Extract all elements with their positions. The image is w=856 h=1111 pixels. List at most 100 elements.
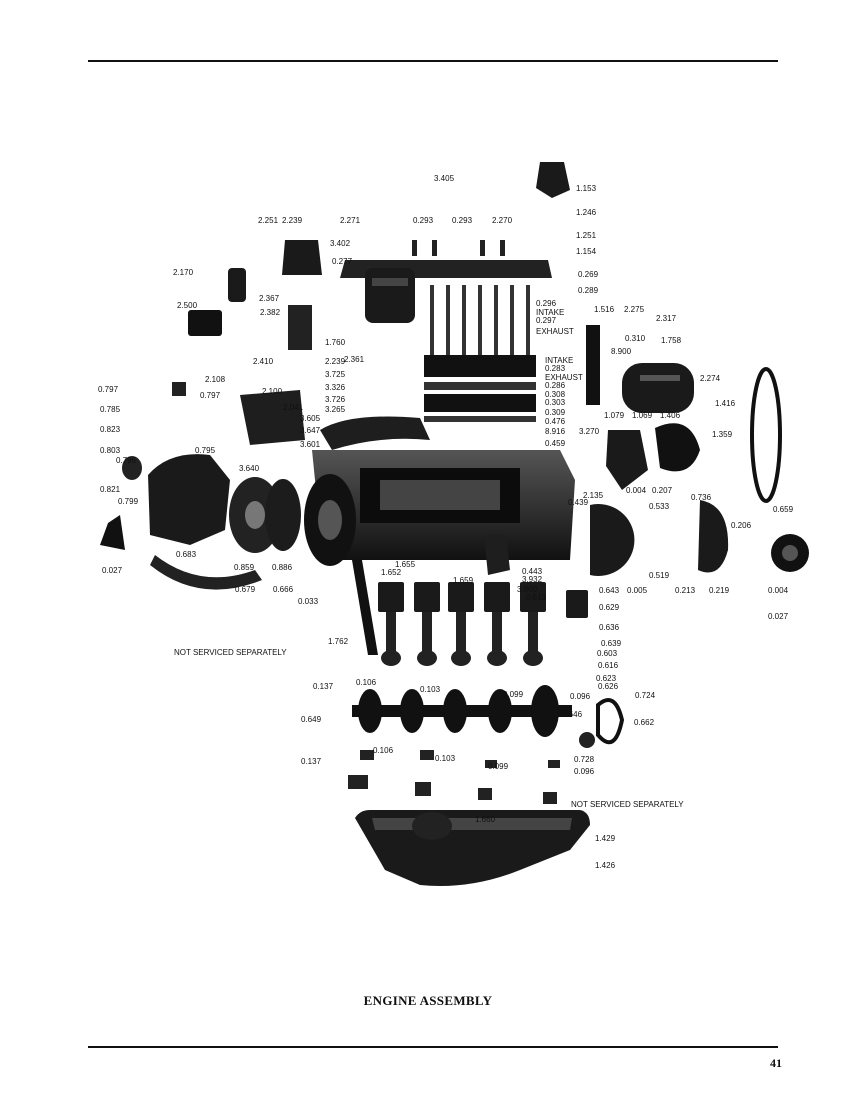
part-callout: 0.207	[652, 486, 673, 495]
part-callout: 1.426	[595, 861, 616, 870]
part-callout: 1.516	[594, 305, 615, 314]
crank-sprocket	[579, 732, 595, 748]
part-callout: 0.736	[691, 493, 712, 502]
part-callout: 2.367	[259, 294, 280, 303]
part-callout: 2.108	[205, 375, 226, 384]
part-callout: 0.623	[596, 674, 617, 683]
part-callout: 2.271	[340, 216, 361, 225]
part-callout: 1.429	[595, 834, 616, 843]
part-callout: 3.326	[325, 383, 346, 392]
part-callout: 2.239	[282, 216, 303, 225]
part-callout: 0.297	[536, 316, 557, 325]
part-callout: 0.096	[574, 767, 595, 776]
fan-belt	[750, 367, 782, 503]
part-callout: NOT SERVICED SEPARATELY	[174, 648, 287, 657]
part-callout: 0.096	[570, 692, 591, 701]
part-callout: 0.643	[599, 586, 620, 595]
distributor-cap	[282, 240, 322, 275]
part-callout: 0.459	[545, 439, 566, 448]
part-callout: 0.683	[176, 550, 197, 559]
part-callout: 3.900	[517, 585, 538, 594]
oil-pump	[484, 535, 510, 575]
part-callout: 0.533	[649, 502, 670, 511]
part-callout: 0.308	[545, 390, 566, 399]
part-callout: 0.293	[452, 216, 473, 225]
part-callout: EXHAUST	[545, 373, 583, 382]
part-callout: 2.170	[173, 268, 194, 277]
part-callout: 3.405	[434, 174, 455, 183]
part-callout: 0.728	[574, 755, 595, 764]
part-callout: 2.135	[583, 491, 604, 500]
part-callout: 0.027	[768, 612, 789, 621]
part-callout: 0.277	[332, 257, 353, 266]
part-callout: 0.106	[373, 746, 394, 755]
part-callout: 0.859	[234, 563, 255, 572]
part-callout: 0.005	[627, 586, 648, 595]
part-callout: 0.796	[116, 456, 137, 465]
thermostat-housing	[536, 162, 570, 198]
part-callout: 2.251	[258, 216, 279, 225]
part-callout: 0.795	[195, 446, 216, 455]
part-callout: 0.797	[98, 385, 119, 394]
connecting-rods	[381, 612, 543, 666]
pushrod-tube	[352, 560, 378, 655]
part-callout: INTAKE	[536, 308, 565, 317]
part-callout: 0.283	[545, 364, 566, 373]
part-callout: 0.821	[100, 485, 121, 494]
part-callout: 0.289	[578, 286, 599, 295]
part-callout: 1.762	[328, 637, 349, 646]
page-number: 41	[770, 1056, 782, 1070]
part-callout: 0.616	[598, 661, 619, 670]
part-callout: 1.760	[325, 338, 346, 347]
part-callout: 1.652	[381, 568, 402, 577]
part-callout: 3.647	[300, 426, 321, 435]
part-callout: 1.359	[712, 430, 733, 439]
water-pump	[606, 430, 648, 490]
part-callout: 0.137	[301, 757, 322, 766]
generator	[622, 363, 694, 413]
part-callout: 0.103	[420, 685, 441, 694]
fan	[655, 423, 700, 472]
part-callout: 3.402	[330, 239, 351, 248]
part-callout: 0.797	[200, 391, 221, 400]
part-callout: 0.103	[435, 754, 456, 763]
part-callout: 0.286	[545, 381, 566, 390]
part-callout: 0.439	[568, 498, 589, 507]
part-callout: 0.303	[545, 398, 566, 407]
part-callout: 3.725	[325, 370, 346, 379]
water-outlet	[586, 325, 600, 405]
part-callout: 0.443	[522, 567, 543, 576]
part-callout: 0.206	[731, 521, 752, 530]
part-callout: 0.799	[118, 497, 139, 506]
part-callout: 0.027	[102, 566, 123, 575]
part-callout: 0.293	[413, 216, 434, 225]
part-callout: 0.213	[675, 586, 696, 595]
part-callout: 2.274	[700, 374, 721, 383]
part-callout: 0.613	[526, 593, 547, 602]
part-callout: 0.296	[536, 299, 557, 308]
part-callout: 2.100	[262, 387, 283, 396]
part-callout: 2.317	[656, 314, 677, 323]
part-callout: 0.724	[635, 691, 656, 700]
part-callout: 1.659	[453, 576, 474, 585]
part-callout: 3.640	[239, 464, 260, 473]
oil-seal	[122, 456, 142, 480]
part-callout: 0.033	[298, 597, 319, 606]
bottom-rule	[88, 1046, 778, 1048]
part-callout: 0.803	[100, 446, 121, 455]
part-callout: 0.646	[562, 710, 583, 719]
timing-chain	[596, 698, 625, 745]
part-callout: 1.655	[395, 560, 416, 569]
part-callout: 0.476	[545, 417, 566, 426]
part-callout: 0.099	[503, 690, 524, 699]
part-callout: 1.416	[715, 399, 736, 408]
part-callout: 0.099	[488, 762, 509, 771]
part-callout: 0.886	[272, 563, 293, 572]
part-callout: EXHAUST	[536, 327, 574, 336]
part-callout: 3.932	[522, 575, 543, 584]
part-callout: 0.823	[100, 425, 121, 434]
part-callout: 3.265	[325, 405, 346, 414]
timing-gear	[590, 504, 635, 576]
starter	[240, 390, 305, 445]
bracket	[172, 382, 186, 396]
